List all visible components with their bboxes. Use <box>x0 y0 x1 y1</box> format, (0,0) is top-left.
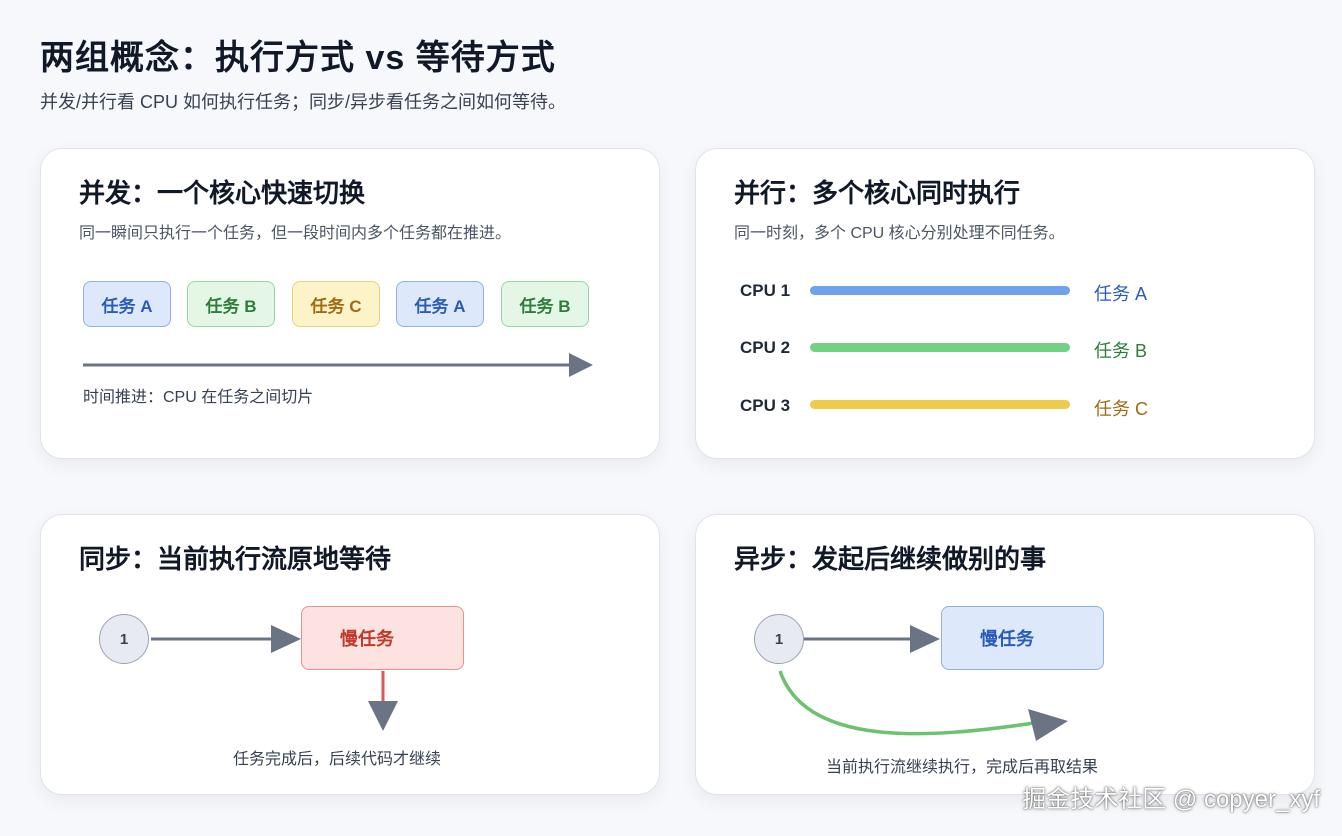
cpu-2-bar <box>810 343 1070 352</box>
sync-title: 同步：当前执行流原地等待 <box>79 544 392 574</box>
concurrency-card: 并发：一个核心快速切换 同一瞬间只执行一个任务，但一段时间内多个任务都在推进。 … <box>40 148 660 459</box>
task-chip-c: 任务 C <box>292 281 380 327</box>
cpu-3-label: CPU 3 <box>740 396 791 415</box>
parallel-desc: 同一时刻，多个 CPU 核心分别处理不同任务。 <box>734 225 1065 242</box>
cpu-1-label: CPU 1 <box>740 281 791 300</box>
sync-card: 同步：当前执行流原地等待 1 慢任务 任务完成后，后续代码才继续 <box>40 514 660 795</box>
cpu-2-label: CPU 2 <box>740 338 791 357</box>
async-caption: 当前执行流继续执行，完成后再取结果 <box>826 759 1099 776</box>
async-slow-task-box: 慢任务 <box>941 606 1104 670</box>
page-title: 两组概念：执行方式 vs 等待方式 <box>40 39 556 77</box>
watermark: 掘金技术社区 @ copyer_xyf <box>1022 786 1320 813</box>
concurrency-caption: 时间推进：CPU 在任务之间切片 <box>83 389 314 406</box>
async-flow-arrows <box>778 625 1068 741</box>
concurrency-title: 并发：一个核心快速切换 <box>79 178 366 208</box>
async-step-node: 1 <box>754 614 804 664</box>
timeline-arrow <box>83 353 593 377</box>
async-title: 异步：发起后继续做别的事 <box>734 544 1047 574</box>
sync-slow-task-box: 慢任务 <box>301 606 464 670</box>
task-chip-b: 任务 B <box>187 281 275 327</box>
cpu-3-task: 任务 C <box>1094 399 1148 419</box>
cpu-1-bar <box>810 286 1070 295</box>
page-subtitle: 并发/并行看 CPU 如何执行任务；同步/异步看任务之间如何等待。 <box>40 92 567 112</box>
cpu-1-task: 任务 A <box>1094 284 1148 304</box>
task-chip-a: 任务 A <box>83 281 171 327</box>
concurrency-desc: 同一瞬间只执行一个任务，但一段时间内多个任务都在推进。 <box>79 225 512 242</box>
task-chip-a-2: 任务 A <box>396 281 484 327</box>
async-card: 异步：发起后继续做别的事 1 慢任务 当前执行流继续执行，完成后再取结果 <box>695 514 1315 795</box>
cpu-3-bar <box>810 400 1070 409</box>
task-chip-b-2: 任务 B <box>501 281 589 327</box>
cpu-2-task: 任务 B <box>1094 341 1148 361</box>
sync-step-node: 1 <box>99 614 149 664</box>
parallel-title: 并行：多个核心同时执行 <box>734 178 1021 208</box>
sync-caption: 任务完成后，后续代码才继续 <box>233 751 442 768</box>
sync-flow-arrows <box>151 625 398 731</box>
parallel-card: 并行：多个核心同时执行 同一时刻，多个 CPU 核心分别处理不同任务。 CPU … <box>695 148 1315 459</box>
